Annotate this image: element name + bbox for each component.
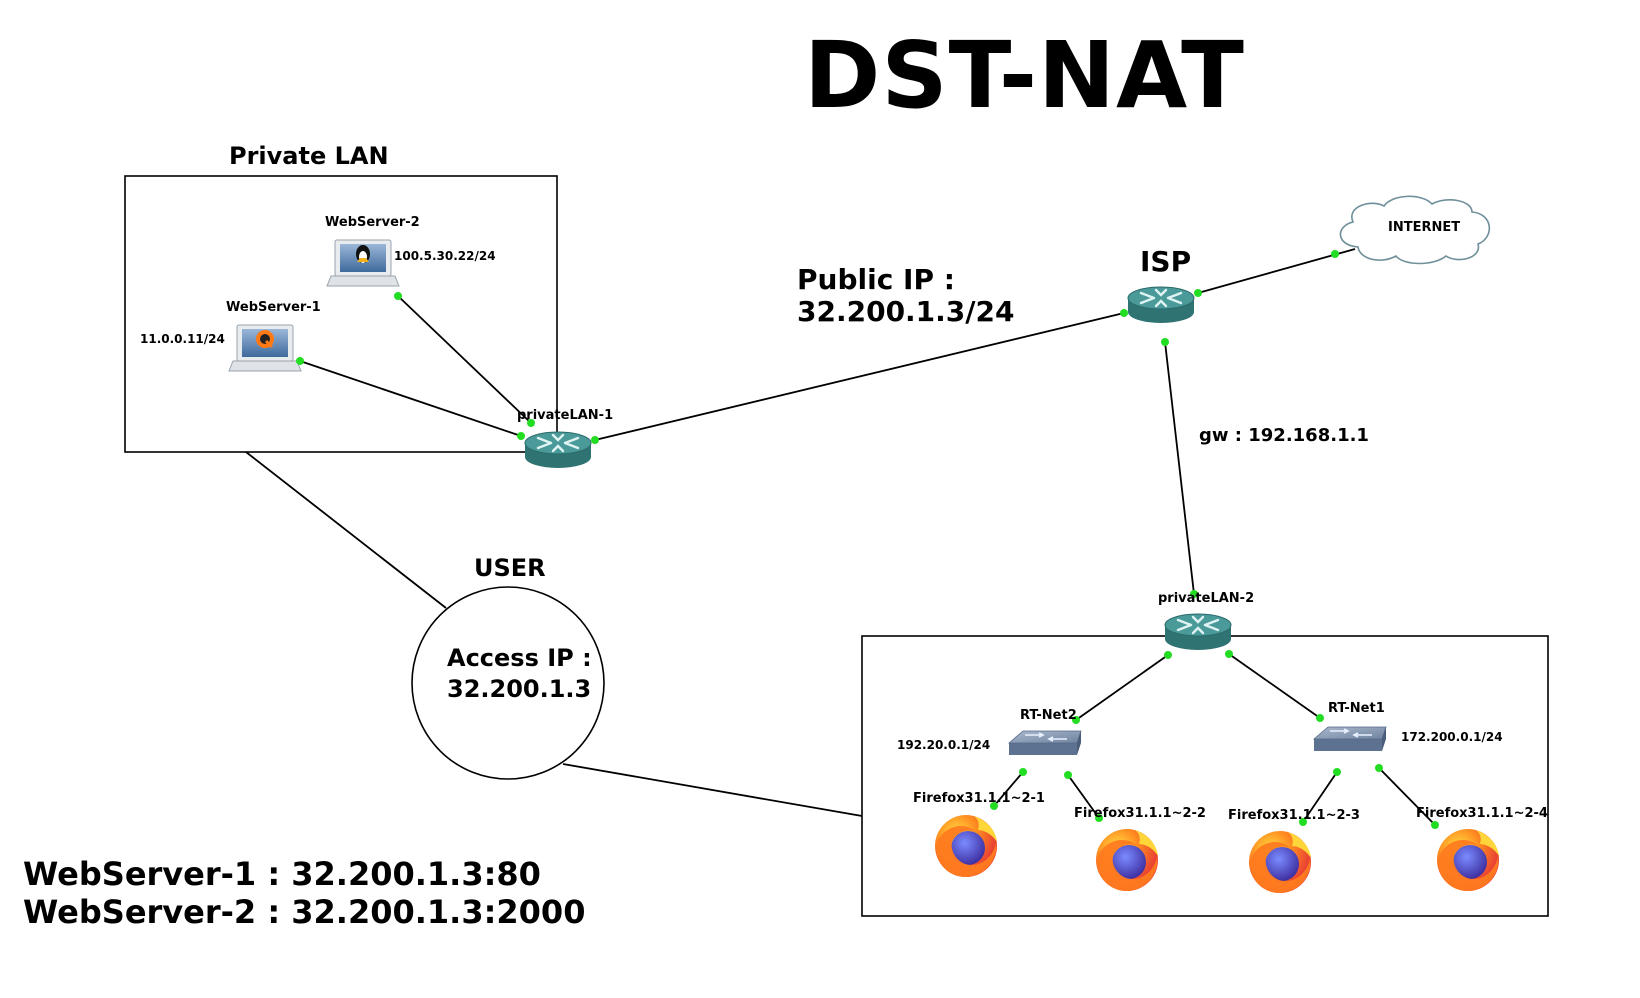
- link-webserver2-router1: [397, 295, 532, 424]
- webserver2-label: WebServer-2: [325, 215, 420, 230]
- webserver2-ip: 100.5.30.22/24: [394, 249, 496, 263]
- rtnet2-switch-icon[interactable]: [1008, 730, 1082, 756]
- router1-label: privateLAN-1: [517, 408, 614, 423]
- rtnet2-label: RT-Net2: [1020, 708, 1077, 723]
- page-title: DST-NAT: [804, 22, 1245, 129]
- link-rtnet1-ff4: [1378, 767, 1436, 826]
- gateway-label: gw : 192.168.1.1: [1199, 425, 1369, 446]
- firefox1-firefox-icon[interactable]: [935, 815, 997, 878]
- firefox2-label: Firefox31.1.1~2-2: [1074, 806, 1206, 821]
- firefox3-label: Firefox31.1.1~2-3: [1228, 808, 1360, 823]
- access-ip-label: Access IP :: [447, 644, 592, 672]
- isp-label: ISP: [1140, 245, 1192, 278]
- user-circle: [411, 586, 605, 780]
- rtnet2-subnet: 192.20.0.1/24: [897, 738, 991, 752]
- link-isp-internet: [1197, 248, 1356, 294]
- internet-label: INTERNET: [1388, 220, 1461, 235]
- router2-router-icon[interactable]: [1163, 612, 1233, 652]
- links: [245, 248, 1436, 826]
- firefox4-label: Firefox31.1.1~2-4: [1416, 806, 1548, 821]
- private-lan-box: [124, 175, 558, 453]
- internet-cloud-icon[interactable]: [1339, 195, 1491, 265]
- link-lan-user: [245, 451, 447, 609]
- rtnet1-label: RT-Net1: [1328, 701, 1385, 716]
- tux-logo: [356, 245, 370, 263]
- rtnet1-subnet: 172.200.0.1/24: [1401, 730, 1503, 744]
- firefox2-firefox-icon[interactable]: [1096, 829, 1158, 892]
- mapping-webserver1: WebServer-1 : 32.200.1.3:80: [23, 855, 541, 893]
- firefox3-firefox-icon[interactable]: [1249, 831, 1311, 894]
- ports: [296, 250, 1439, 829]
- link-rtnet2-ff2: [1067, 774, 1100, 819]
- public-ip-value: 32.200.1.3/24: [797, 295, 1015, 328]
- link-router1-isp: [594, 312, 1125, 441]
- link-rtnet2-ff1: [993, 771, 1024, 807]
- private-lan-title: Private LAN: [229, 142, 389, 170]
- user-title: USER: [474, 554, 546, 582]
- link-webserver1-router1: [299, 360, 522, 437]
- firefox4-firefox-icon[interactable]: [1437, 829, 1499, 892]
- mapping-webserver2: WebServer-2 : 32.200.1.3:2000: [23, 893, 586, 931]
- link-user-lan2: [562, 763, 863, 817]
- isp-router-icon[interactable]: [1126, 285, 1196, 325]
- public-ip-label: Public IP :: [797, 263, 955, 296]
- link-router2-rtnet1: [1228, 653, 1321, 719]
- firefox1-label: Firefox31.1.1~2-1: [913, 791, 1045, 806]
- rtnet1-switch-icon[interactable]: [1313, 726, 1387, 752]
- router2-label: privateLAN-2: [1158, 591, 1255, 606]
- link-isp-router2: [1164, 341, 1195, 595]
- router1-router-icon[interactable]: [523, 430, 593, 470]
- webserver1-label: WebServer-1: [226, 300, 321, 315]
- link-router2-rtnet2: [1075, 654, 1169, 721]
- webserver1-ip: 11.0.0.11/24: [140, 332, 225, 346]
- access-ip-value: 32.200.1.3: [447, 675, 592, 703]
- link-rtnet1-ff3: [1302, 771, 1338, 823]
- qemu-logo: [256, 330, 274, 349]
